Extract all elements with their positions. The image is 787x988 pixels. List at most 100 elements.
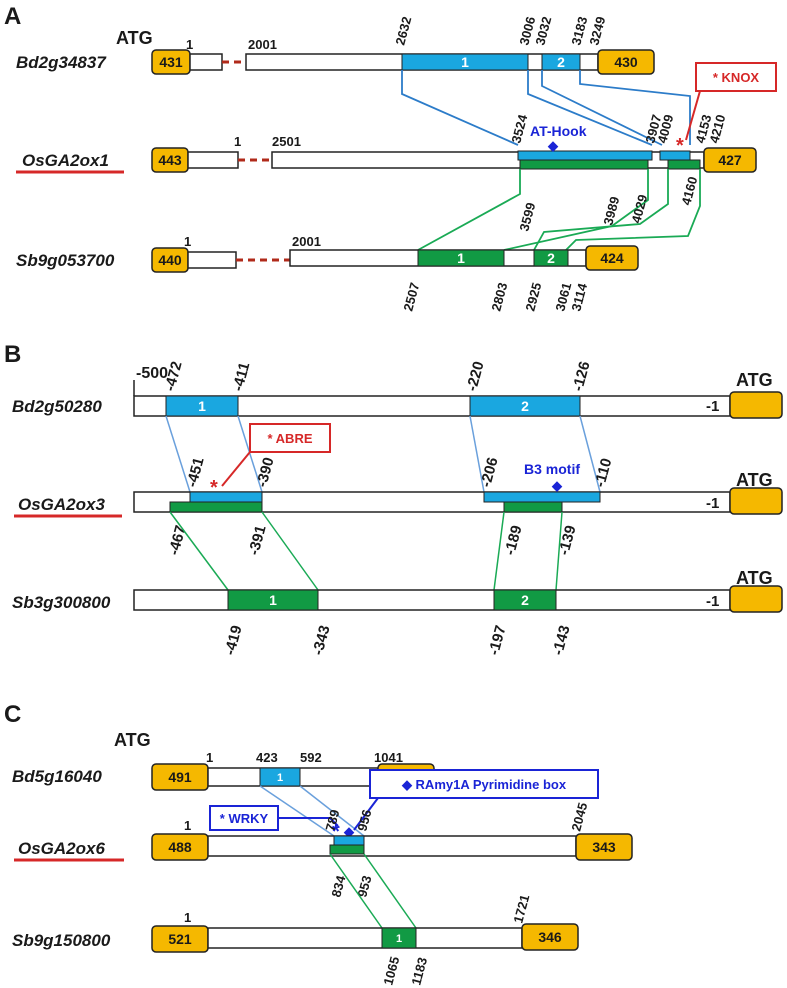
atg-label-b2: ATG <box>736 470 773 490</box>
conserved-block-sb-b1 <box>227 589 319 611</box>
exon-right-os-c <box>575 833 633 861</box>
pos-os-4009: 4009 <box>654 113 676 145</box>
abre-callout-box <box>249 423 331 453</box>
exon-left-os-a-label: 443 <box>158 152 182 168</box>
exon-right-sb-c <box>521 923 579 951</box>
gene-name-sb9g150800: Sb9g150800 <box>12 931 111 950</box>
pos-bd-1: 1 <box>186 37 193 52</box>
pos-bd-c-1041: 1041 <box>374 750 403 765</box>
pos-sb-a-start: 2001 <box>292 234 321 249</box>
pos-bd-2632: 2632 <box>392 15 414 47</box>
pos-sb-a-1: 1 <box>184 234 191 249</box>
block-label-sb-b2: 2 <box>521 592 529 608</box>
minus-one-sb-b: -1 <box>706 593 719 610</box>
pos-sb-b-143: -143 <box>549 624 573 657</box>
pos-os-4210: 4210 <box>706 113 728 145</box>
exon-left-bd-label: 431 <box>159 54 183 70</box>
atg-exon-bd-b <box>729 391 783 419</box>
pos-sb-c-1065: 1065 <box>380 955 402 987</box>
conserved-block-bd-b2 <box>469 395 581 417</box>
at-hook-diamond: ◆ <box>547 138 559 153</box>
conserved-block-bd-2 <box>541 53 581 71</box>
gene-name-sb9g053700: Sb9g053700 <box>16 251 115 270</box>
b-start-label: -500 <box>136 365 168 382</box>
knox-pointer <box>685 90 701 141</box>
exon-right-bd-label: 430 <box>614 54 638 70</box>
block-label-sb-c: 1 <box>396 933 402 945</box>
pos-os-3524: 3524 <box>508 112 530 145</box>
pos-os-3907: 3907 <box>642 113 664 145</box>
pos-bd-3183: 3183 <box>568 15 590 47</box>
intron-bar-sb-c <box>207 927 523 949</box>
atg-label-b3: ATG <box>736 568 773 588</box>
pos-os-c-956: 956 <box>354 808 374 833</box>
exon-left-sb-c-label: 521 <box>168 931 192 947</box>
atg-exon-os-b <box>729 487 783 515</box>
pos-bd-b-411: -411 <box>229 360 253 393</box>
conserved-blue-os-c <box>333 835 365 846</box>
gene-name-sb3g300800: Sb3g300800 <box>12 593 111 612</box>
link-bd-os-a1 <box>401 70 519 146</box>
link-os-sb-b3 <box>493 511 505 591</box>
link-os-sb-a2 <box>503 169 649 251</box>
promoter-bar-sb-b <box>133 589 731 611</box>
exon-right-sb-a-label: 424 <box>600 250 624 266</box>
pos-sb-c-1721: 1721 <box>510 893 532 925</box>
block-label-bd-c: 1 <box>277 772 283 784</box>
conserved-block-bd-1 <box>401 53 529 71</box>
exon-right-os-c-label: 343 <box>592 839 616 855</box>
b3-motif-label: B3 motif <box>524 461 580 477</box>
link-os-sb-b4 <box>555 511 563 591</box>
abre-label: * ABRE <box>267 431 312 446</box>
minus-one-os-b: -1 <box>706 495 719 512</box>
link-os-sb-a1 <box>417 169 521 251</box>
conserved-block-bd-c <box>259 767 301 787</box>
panel-label-c: C <box>4 701 21 728</box>
conserved-green-os-b2 <box>503 501 563 513</box>
conserved-blue-os-a2 <box>659 150 691 161</box>
block-label-bd-1: 1 <box>461 54 469 70</box>
block-label-bd-2: 2 <box>557 54 565 70</box>
intron-stub-sb-a <box>187 251 237 269</box>
link-os-sb-c2 <box>363 853 417 929</box>
link-bd-os-b2 <box>237 415 263 493</box>
pos-bd-c-592: 592 <box>300 750 322 765</box>
link-bd-os-a3 <box>541 70 663 146</box>
pos-os-b-390: -390 <box>253 456 277 489</box>
pos-os-4153: 4153 <box>692 113 714 145</box>
link-bd-os-c2 <box>299 785 365 837</box>
b3-diamond: ◆ <box>551 478 563 493</box>
conserved-block-bd-b1 <box>165 395 239 417</box>
gene-name-bd2g34837: Bd2g34837 <box>16 53 107 72</box>
exon-left-sb-a-label: 440 <box>158 252 182 268</box>
wrky-label: * WRKY <box>220 811 269 826</box>
conserved-block-sb-a1 <box>417 249 505 267</box>
exon-left-os-c-label: 488 <box>168 839 192 855</box>
pos-os-b-189: -189 <box>501 524 525 557</box>
ramy-pointer <box>353 797 379 831</box>
exon-right-sb-a <box>585 245 639 271</box>
atg-exon-sb-b <box>729 585 783 613</box>
pos-os-a-start: 2501 <box>272 134 301 149</box>
block-label-sb-a1: 1 <box>457 250 465 266</box>
conserved-block-sb-a2 <box>533 249 569 267</box>
pos-os-4160: 4160 <box>678 175 700 207</box>
link-os-sb-a3 <box>533 169 669 251</box>
pos-os-b-451: -451 <box>183 456 207 489</box>
panel-label-a: A <box>4 3 21 30</box>
pos-os-b-206: -206 <box>477 456 501 489</box>
pos-sb-c-1183: 1183 <box>408 956 430 987</box>
minus-one-bd-b: -1 <box>706 398 719 415</box>
knox-star: * <box>676 135 684 157</box>
ramy-label: ◆ RAmy1A Pyrimidine box <box>401 777 567 792</box>
conserved-green-os-b1 <box>169 501 263 513</box>
link-bd-os-a4 <box>579 70 691 145</box>
link-bd-os-b4 <box>579 415 601 493</box>
exon-right-os-a-label: 427 <box>718 152 742 168</box>
pos-sb-b-343: -343 <box>309 624 333 657</box>
pos-bd-b-126: -126 <box>569 360 593 393</box>
link-os-sb-c1 <box>329 853 383 929</box>
pos-sb-b-197: -197 <box>485 624 509 657</box>
pos-os-c-2045: 2045 <box>568 801 590 833</box>
